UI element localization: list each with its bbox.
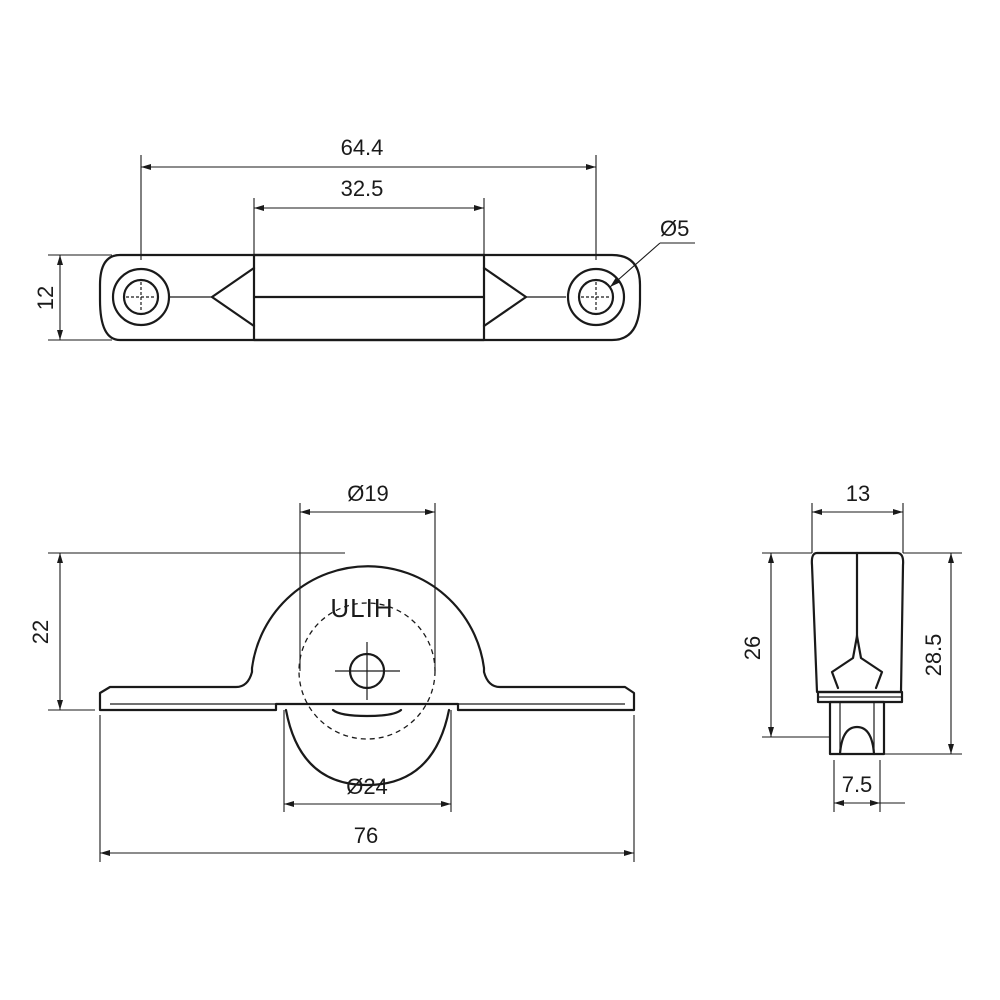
dim-text-height-side-overall: 28.5 bbox=[921, 634, 946, 677]
dim-text-overall-top: 64.4 bbox=[341, 135, 384, 160]
dim-text-wheel: Ø24 bbox=[346, 774, 388, 799]
dim-text-wheel-width: 7.5 bbox=[842, 772, 873, 797]
front-view: ULIH Ø19 22 Ø24 76 bbox=[28, 481, 636, 862]
side-wheel-groove bbox=[838, 725, 876, 756]
front-wheel-lower bbox=[284, 708, 451, 787]
front-wheel-hub-lower bbox=[331, 708, 403, 718]
front-housing-outline bbox=[98, 565, 636, 712]
top-left-hole-outer bbox=[111, 267, 171, 327]
dim-text-hole: Ø5 bbox=[660, 216, 689, 241]
top-left-tip bbox=[210, 266, 256, 328]
top-view: 64.4 32.5 Ø5 12 bbox=[33, 135, 695, 342]
side-wheel bbox=[828, 700, 886, 756]
dim-text-center-top: 32.5 bbox=[341, 176, 384, 201]
dim-text-inner-wheel: Ø19 bbox=[347, 481, 389, 506]
side-view: 13 26 28.5 7.5 bbox=[740, 481, 962, 812]
dim-text-height-top: 12 bbox=[33, 286, 58, 310]
dim-text-height-side-inner: 26 bbox=[740, 636, 765, 660]
top-right-hole-outer bbox=[566, 267, 626, 327]
top-body-outline bbox=[98, 253, 642, 342]
top-right-tip bbox=[482, 266, 528, 328]
dim-text-width-side: 13 bbox=[846, 481, 870, 506]
dim-text-height-front: 22 bbox=[28, 620, 53, 644]
top-left-hole-inner bbox=[122, 278, 160, 316]
top-right-hole-inner bbox=[577, 278, 615, 316]
leader-hole bbox=[609, 242, 661, 288]
dim-text-overall-front: 76 bbox=[354, 823, 378, 848]
housing-marking: ULIH bbox=[330, 593, 393, 623]
